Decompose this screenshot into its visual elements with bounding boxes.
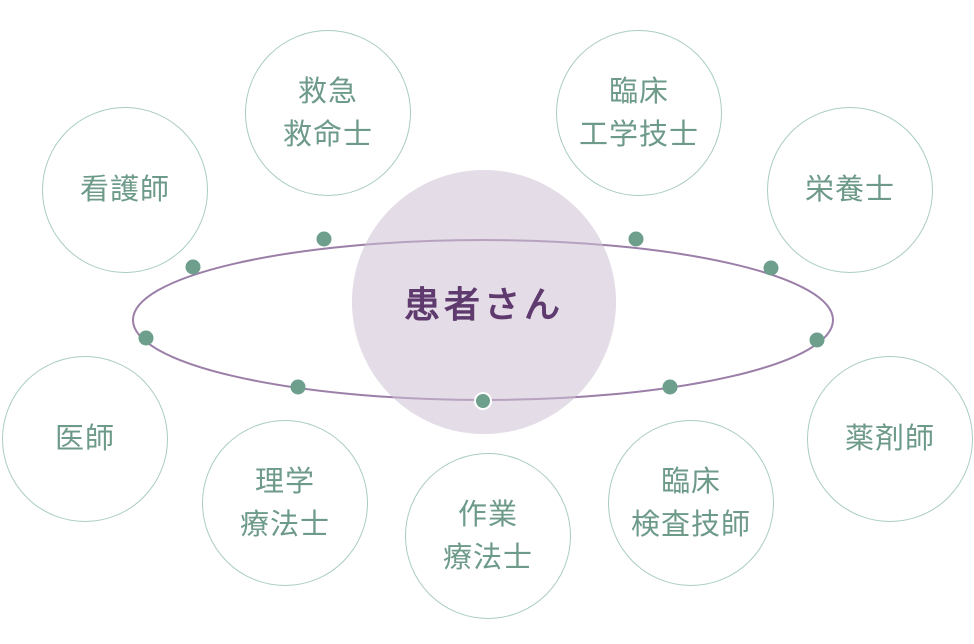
role-circle-doctor: 医師: [2, 356, 168, 522]
patient-label: 患者さん: [403, 285, 564, 326]
orbit-node: [138, 330, 154, 346]
role-circle-pharmacist: 薬剤師: [807, 356, 973, 522]
role-label-lab-technician: 臨床 検査技師: [630, 463, 751, 542]
role-circle-paramedic: 救急 救命士: [245, 30, 411, 196]
orbit-nodes: [138, 231, 825, 395]
orbit-node: [290, 379, 306, 395]
role-label-paramedic: 救急 救命士: [282, 73, 373, 152]
orbit-node: [628, 231, 644, 247]
role-label-doctor: 医師: [54, 421, 115, 456]
orbit-node: [763, 260, 779, 276]
role-label-occupational-therapist: 作業 療法士: [442, 496, 533, 575]
orbit-node: [809, 332, 825, 348]
role-label-clinical-engineer: 臨床 工学技士: [578, 73, 699, 152]
role-circle-dietitian: 栄養士: [767, 107, 933, 273]
orbit-node: [316, 231, 332, 247]
role-circle-lab-technician: 臨床 検査技師: [608, 420, 774, 586]
role-circle-occupational-therapist: 作業 療法士: [405, 453, 571, 619]
role-label-physical-therapist: 理学 療法士: [239, 463, 330, 542]
role-circle-nurse: 看護師: [42, 107, 208, 273]
role-circle-clinical-engineer: 臨床 工学技士: [556, 30, 722, 196]
role-label-nurse: 看護師: [79, 172, 170, 207]
role-label-pharmacist: 薬剤師: [844, 421, 935, 456]
role-circle-physical-therapist: 理学 療法士: [202, 420, 368, 586]
patient-circle: 患者さん: [352, 170, 616, 434]
orbit-node: [662, 379, 678, 395]
role-label-dietitian: 栄養士: [804, 172, 895, 207]
orbit-node: [185, 259, 201, 275]
